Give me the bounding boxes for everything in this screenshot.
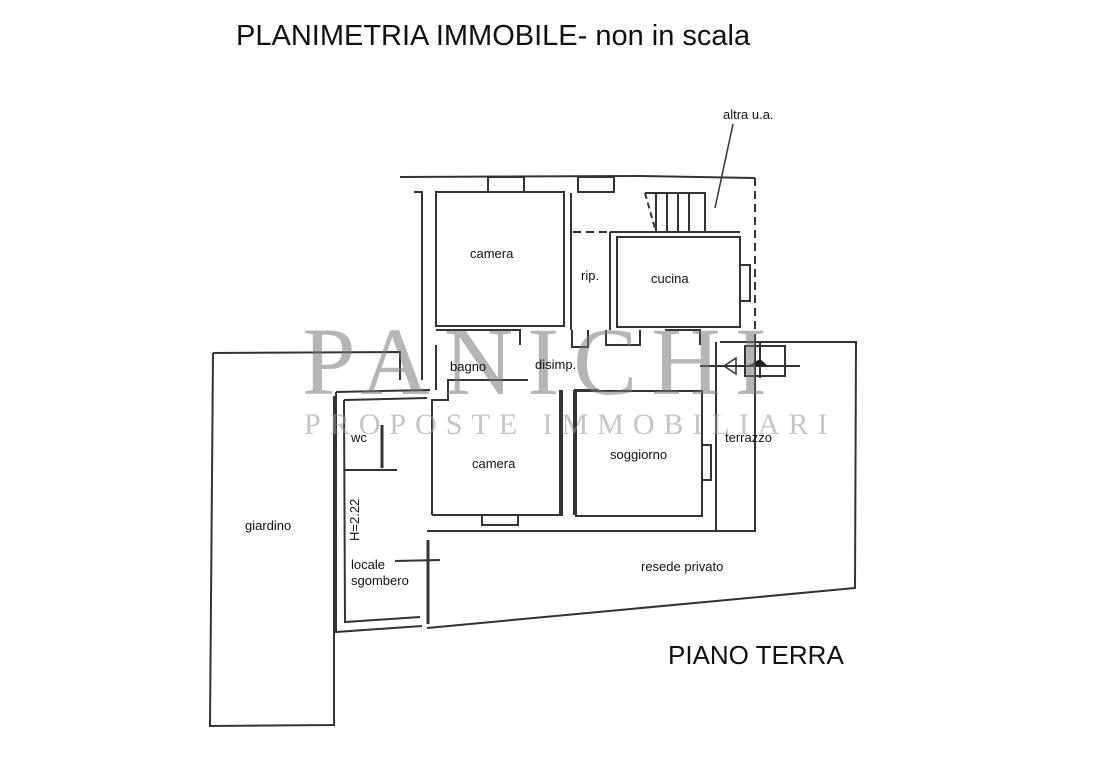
room-label-cucina: cucina xyxy=(651,271,689,286)
room-label-sgombero: sgombero xyxy=(351,573,409,588)
giardino-boundary xyxy=(212,350,401,380)
watermark-tagline: PROPOSTE IMMOBILIARI xyxy=(304,408,837,441)
room-label-bagno: bagno xyxy=(450,359,487,374)
room-label-camera-top: camera xyxy=(470,246,514,261)
room-label-resede-privato: resede privato xyxy=(641,559,724,574)
room-label-locale: locale xyxy=(351,557,385,572)
room-label-wc: wc xyxy=(351,430,367,445)
room-label-giardino: giardino xyxy=(245,518,292,533)
room-label-camera-bottom: camera xyxy=(472,456,516,471)
watermark-brand: PANICHI xyxy=(302,308,781,415)
room-label-terrazzo: terrazzo xyxy=(725,430,772,445)
floor-label: PIANO TERRA xyxy=(668,640,844,670)
label-altra-ua: altra u.a. xyxy=(723,107,774,122)
room-label-disimp: disimp. xyxy=(535,357,577,372)
room-label-soggiorno: soggiorno xyxy=(610,447,668,462)
plan-title: PLANIMETRIA IMMOBILE- non in scala xyxy=(236,20,751,52)
room-label-rip: rip. xyxy=(581,268,600,283)
height-annotation: H=2.22 xyxy=(347,498,362,541)
